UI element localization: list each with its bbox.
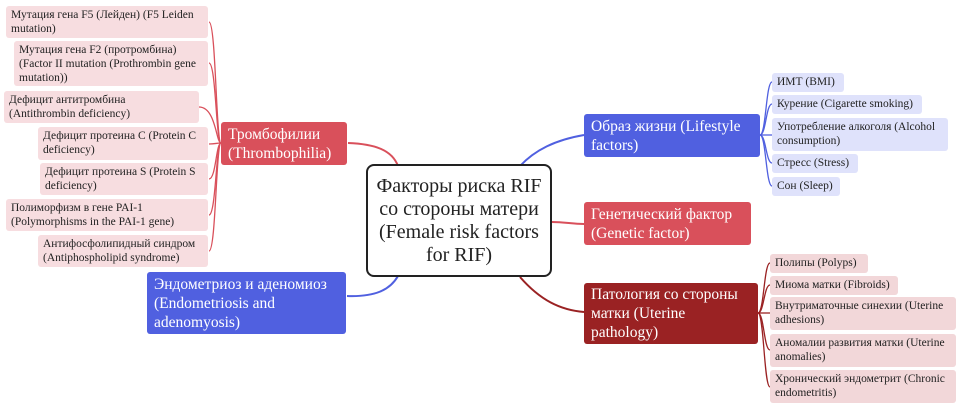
leaf-bmi[interactable]: ИМТ (BMI) [772,73,844,92]
link-thrombophilia [347,142,399,167]
leaf-label: Антифосфолипидный синдром (Antiphospholi… [43,238,196,264]
leaf-pai-1[interactable]: Полиморфизм в гене PAI-1 (Polymorphisms … [6,199,208,231]
link-uterine [519,276,585,313]
leaf-label: Дефицит антитромбина (Antithrombin defic… [9,94,131,120]
leaf-adhesions[interactable]: Внутриматочные синехии (Uterine adhesion… [770,297,956,330]
leaf-anomalies[interactable]: Аномалии развития матки (Uterine anomali… [770,334,956,367]
leaf-alcohol[interactable]: Употребление алкоголя (Alcohol consumpti… [772,118,948,151]
branch-lifestyle-label: Образ жизни (Lifestyle factors) [591,117,741,154]
branch-thrombophilia-label: Тромбофилии (Thrombophilia) [228,125,332,162]
leaf-fibroids[interactable]: Миома матки (Fibroids) [770,276,898,295]
leaf-antithrombin[interactable]: Дефицит антитромбина (Antithrombin defic… [4,91,199,123]
leaf-label: Курение (Cigarette smoking) [777,98,913,110]
branch-endometriosis-label: Эндометриоз и аденомиоз (Endometriosis a… [154,275,327,331]
leaf-smoking[interactable]: Курение (Cigarette smoking) [772,95,922,114]
lifestyle-leaf-lines [759,81,773,187]
central-topic-label: Факторы риска RIF со стороны матери (Fem… [376,174,542,266]
leaf-f2-prothrombin[interactable]: Мутация гена F2 (протромбина) (Factor II… [14,41,208,86]
branch-genetic-label: Генетический фактор (Genetic factor) [591,205,733,242]
leaf-label: Полиморфизм в гене PAI-1 (Polymorphisms … [11,202,175,228]
leaf-label: Употребление алкоголя (Alcohol consumpti… [777,121,936,147]
leaf-f5-leiden[interactable]: Мутация гена F5 (Лейден) (F5 Leiden muta… [6,6,208,38]
central-topic[interactable]: Факторы риска RIF со стороны матери (Fem… [366,164,552,277]
branch-uterine[interactable]: Патология со стороны матки (Uterine path… [584,283,758,344]
leaf-protein-c[interactable]: Дефицит протеина С (Protein C deficiency… [38,127,208,160]
branch-lifestyle[interactable]: Образ жизни (Lifestyle factors) [584,114,760,157]
leaf-label: Миома матки (Fibroids) [775,279,890,291]
leaf-label: Аномалии развития матки (Uterine anomali… [775,337,945,363]
link-lifestyle [519,134,585,167]
leaf-polyps[interactable]: Полипы (Polyps) [770,254,868,273]
leaf-label: Сон (Sleep) [777,180,833,192]
link-genetic [551,221,585,225]
leaf-label: Стресс (Stress) [777,157,850,169]
leaf-label: Мутация гена F5 (Лейден) (F5 Leiden muta… [11,9,194,35]
link-endometriosis [346,275,399,298]
branch-uterine-label: Патология со стороны матки (Uterine path… [591,286,738,341]
leaf-label: Внутриматочные синехии (Uterine adhesion… [775,300,944,326]
thrombophilia-leaf-lines [198,21,222,252]
branch-endometriosis[interactable]: Эндометриоз и аденомиоз (Endometriosis a… [147,272,346,334]
leaf-endometritis[interactable]: Хронический эндометрит (Chronic endometr… [770,370,956,403]
branch-thrombophilia[interactable]: Тромбофилии (Thrombophilia) [221,122,347,165]
branch-genetic[interactable]: Генетический фактор (Genetic factor) [584,202,751,245]
uterine-leaf-lines [757,262,771,388]
leaf-protein-s[interactable]: Дефицит протеина S (Protein S deficiency… [40,163,208,195]
leaf-sleep[interactable]: Сон (Sleep) [772,177,840,196]
leaf-label: Хронический эндометрит (Chronic endometr… [775,373,945,399]
leaf-label: Дефицит протеина S (Protein S deficiency… [45,166,196,192]
leaf-label: Полипы (Polyps) [775,257,857,269]
leaf-label: Дефицит протеина С (Protein C deficiency… [43,130,197,156]
leaf-label: ИМТ (BMI) [777,76,835,88]
leaf-antiphospholipid[interactable]: Антифосфолипидный синдром (Antiphospholi… [38,235,208,267]
leaf-label: Мутация гена F2 (протромбина) (Factor II… [19,44,196,84]
leaf-stress[interactable]: Стресс (Stress) [772,154,858,173]
